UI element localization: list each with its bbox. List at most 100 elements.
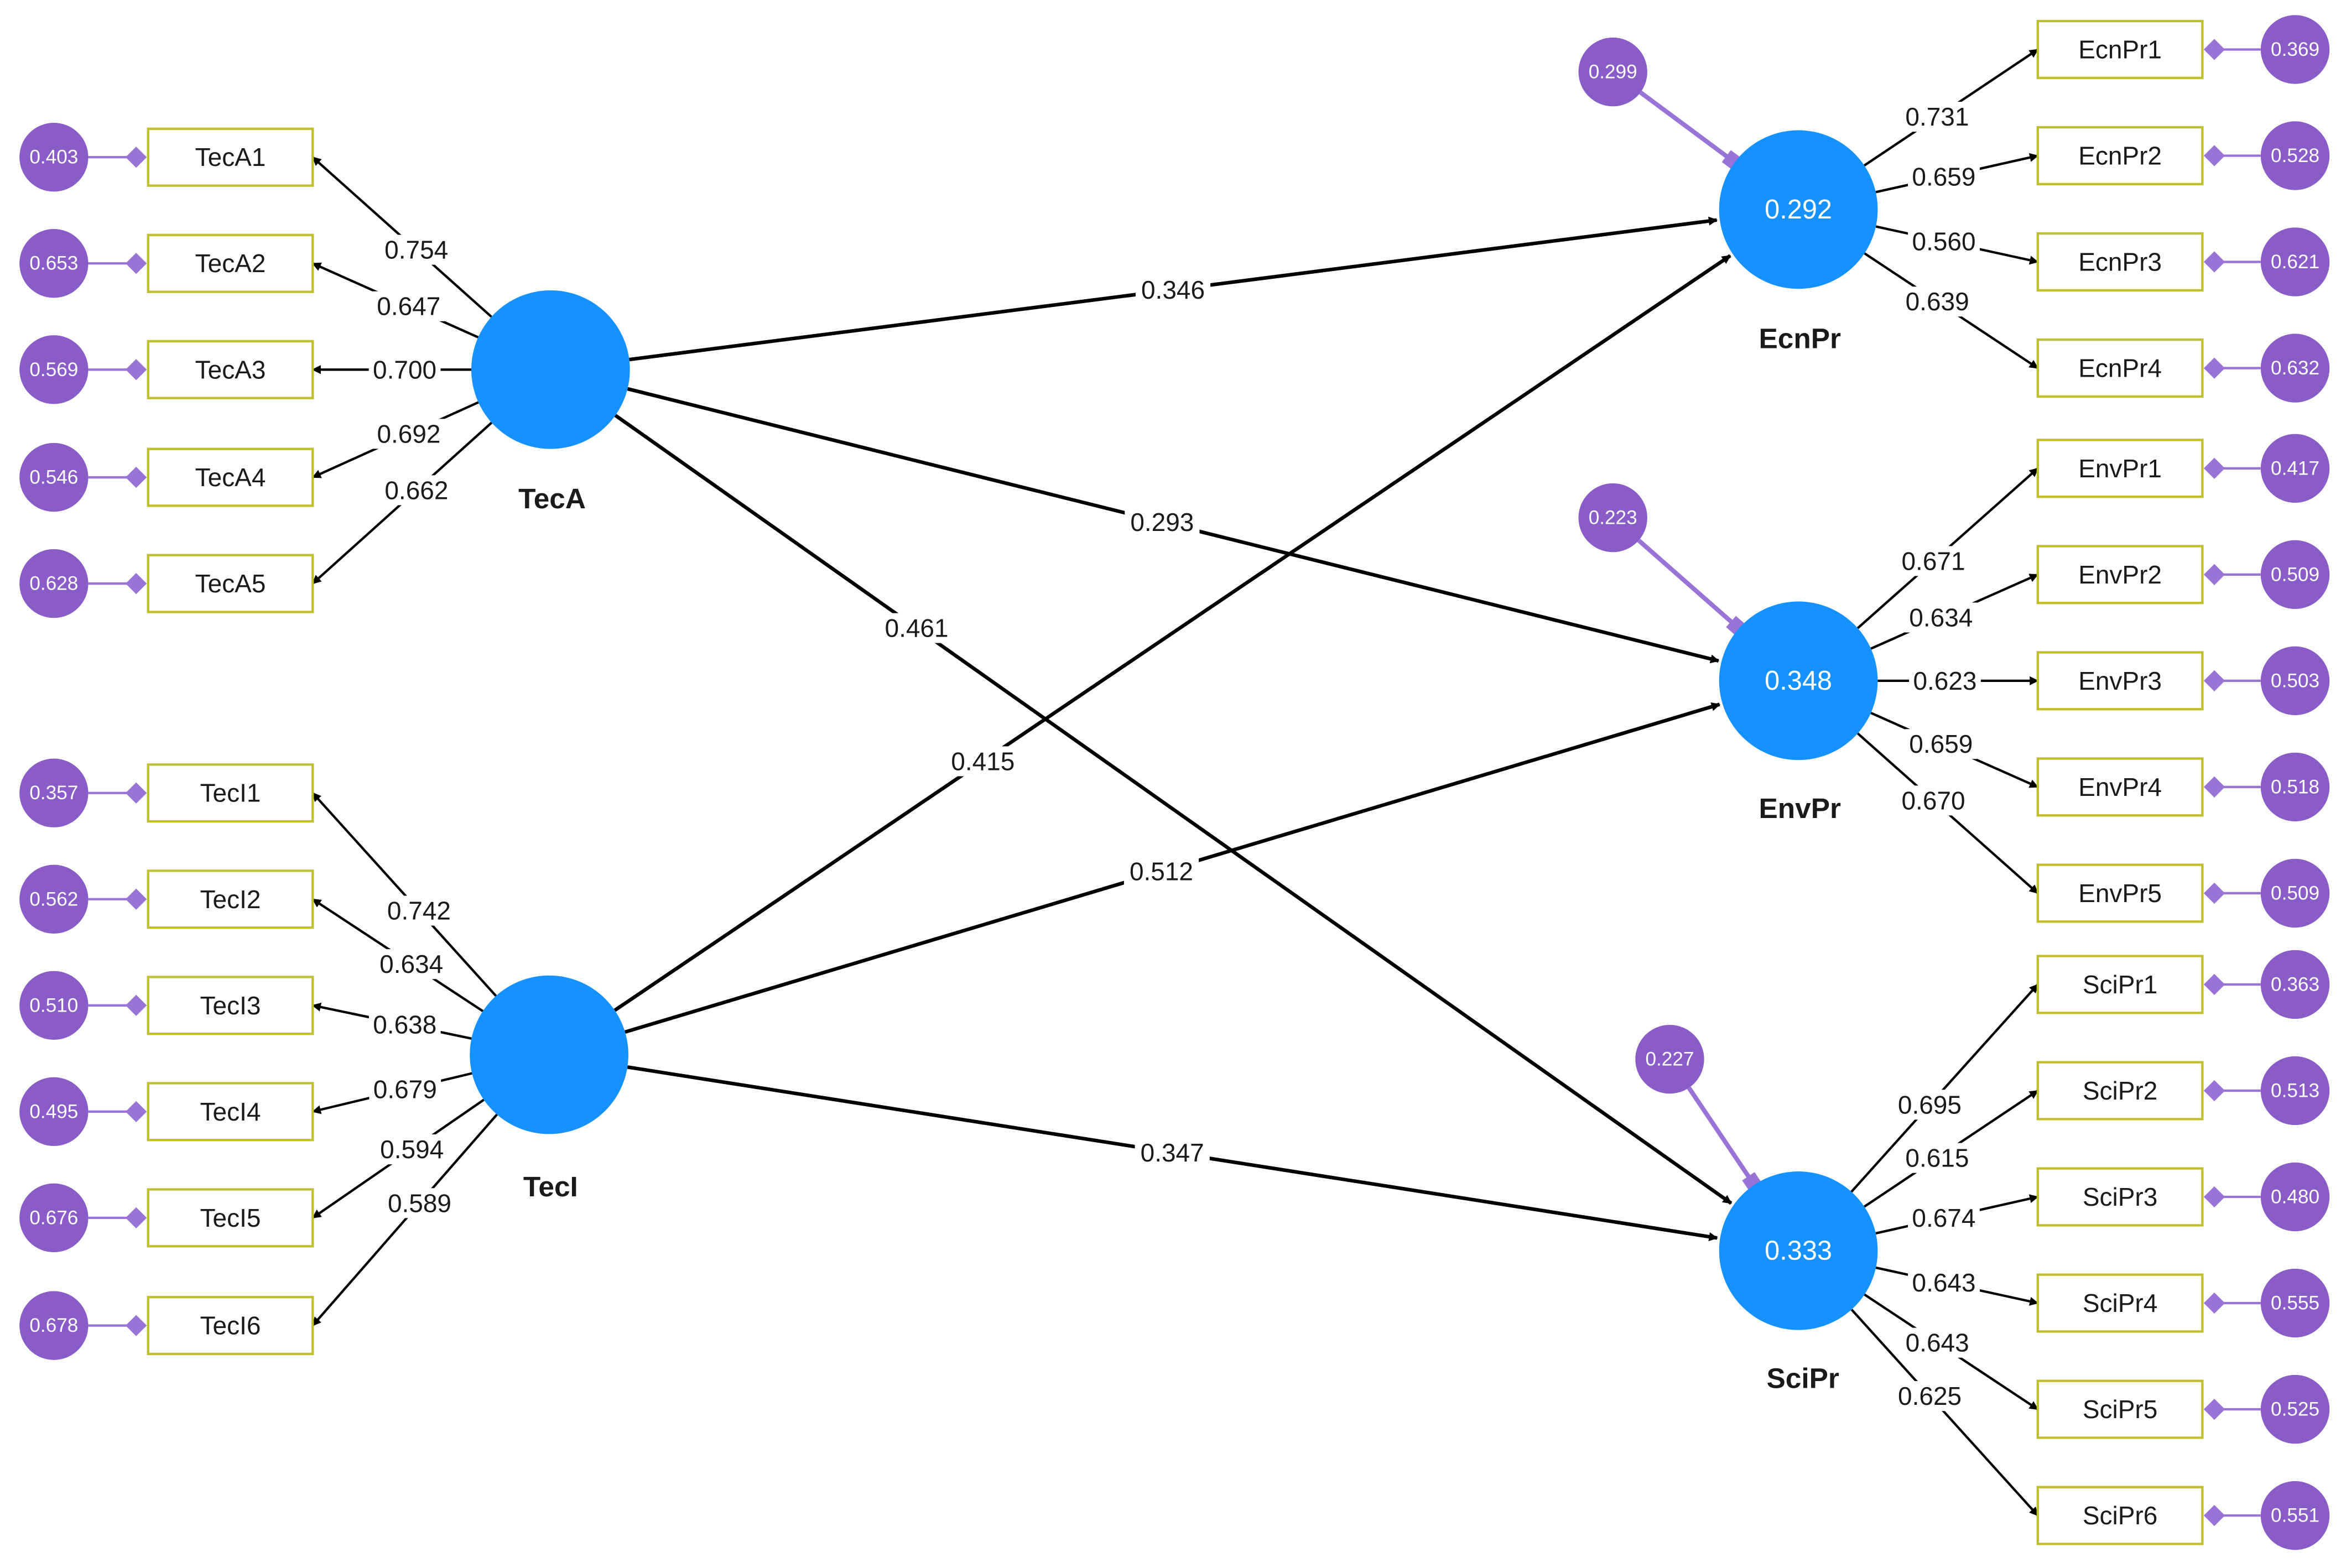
path-coefficient: 0.293	[1130, 508, 1194, 536]
indicator-error-value: 0.513	[2271, 1080, 2319, 1101]
loading-bg	[375, 949, 448, 980]
construct-scipr	[1719, 1171, 1878, 1330]
loading-value: 0.679	[373, 1075, 437, 1104]
path-coef-bg	[1135, 1137, 1210, 1168]
indicator-error-head	[2203, 1504, 2225, 1527]
indicator-label: TecA3	[195, 355, 266, 384]
error-link	[1687, 1086, 1755, 1184]
loading-arrow	[1850, 1309, 2039, 1517]
loading-value: 0.670	[1901, 786, 1965, 815]
loading-value: 0.643	[1906, 1329, 1969, 1357]
indicator-teca2	[147, 233, 314, 293]
loading-value: 0.625	[1898, 1382, 1962, 1410]
label-layer: 0.3460.2930.4610.4150.5120.3470.7540.647…	[368, 102, 1981, 1411]
loading-bg	[1894, 1090, 1966, 1120]
indicator-error-head	[126, 782, 147, 804]
indicator-error-term	[2260, 950, 2330, 1019]
path-coefficient: 0.512	[1130, 857, 1193, 886]
indicator-error-head	[126, 888, 147, 910]
indicator-error-value: 0.653	[29, 253, 78, 274]
indicator-error-head	[126, 466, 147, 488]
indicator-error-value: 0.357	[29, 782, 78, 804]
indicator-envpr5	[2036, 863, 2204, 923]
indicator-error-term	[2260, 121, 2330, 190]
indicator-teci3	[147, 976, 314, 1035]
indicator-error-head	[2203, 457, 2225, 479]
indicator-error-head	[126, 147, 147, 168]
indicator-teci4	[147, 1082, 314, 1142]
path-coefficient: 0.346	[1141, 275, 1205, 304]
indicator-error-term	[2260, 1056, 2330, 1126]
r-squared-value: 0.348	[1765, 666, 1832, 696]
loading-bg	[1901, 1143, 1973, 1173]
indicator-label: TecI4	[200, 1097, 261, 1126]
indicator-error-value: 0.551	[2271, 1505, 2319, 1527]
construct-label: EnvPr	[1759, 792, 1841, 824]
indicator-error-value: 0.480	[2271, 1186, 2319, 1208]
loading-value: 0.634	[1909, 603, 1973, 632]
indicator-label: SciPr4	[2083, 1289, 2157, 1317]
indicator-error-term	[19, 971, 89, 1040]
loading-bg	[373, 419, 445, 449]
loading-value: 0.594	[380, 1135, 444, 1164]
indicator-error-head	[2203, 973, 2225, 996]
indicator-label: SciPr3	[2083, 1182, 2157, 1211]
indicator-error-head	[126, 253, 147, 274]
indicator-error-head	[2203, 357, 2225, 379]
node-layer: TecATecI0.292EcnPr0.2990.348EnvPr0.2230.…	[19, 15, 2330, 1550]
indicator-error-head	[2203, 39, 2225, 60]
indicator-label: EnvPr2	[2078, 560, 2162, 589]
indicator-error-head	[2203, 1398, 2225, 1420]
indicator-label: TecA1	[195, 143, 266, 171]
error-link	[1639, 90, 1734, 163]
loading-bg	[1908, 1267, 1980, 1298]
indicator-envpr4	[2036, 757, 2204, 817]
indicator-scipr3	[2036, 1167, 2204, 1227]
indicator-error-head	[126, 572, 147, 595]
loading-value: 0.589	[388, 1189, 451, 1217]
path-coefficient: 0.461	[885, 614, 949, 643]
indicator-label: SciPr6	[2083, 1501, 2157, 1530]
indicator-error-term	[2260, 1481, 2330, 1550]
indicator-label: TecI3	[200, 991, 261, 1020]
path-coef-bg	[879, 613, 954, 643]
indicator-envpr2	[2036, 545, 2204, 605]
indicator-label: SciPr5	[2083, 1395, 2157, 1424]
indicator-error-value: 0.528	[2271, 145, 2319, 166]
loading-value: 0.754	[384, 236, 448, 264]
indicator-error-term	[19, 229, 89, 298]
indicator-teci5	[147, 1188, 314, 1248]
loading-bg	[369, 1074, 441, 1105]
loading-value: 0.643	[1912, 1268, 1976, 1297]
loading-bg	[372, 291, 445, 321]
indicator-scipr1	[2036, 955, 2204, 1014]
loading-value: 0.638	[373, 1010, 436, 1039]
loading-value: 0.615	[1905, 1144, 1969, 1173]
loading-bg	[1897, 546, 1969, 576]
indicator-label: EnvPr1	[2078, 454, 2162, 483]
r-squared-value: 0.333	[1765, 1236, 1832, 1265]
indicator-label: TecI6	[200, 1311, 261, 1340]
indicator-error-value: 0.369	[2271, 39, 2319, 60]
indicator-error-term	[2260, 752, 2330, 822]
indicator-label: TecA5	[195, 569, 266, 598]
loading-value: 0.742	[387, 897, 451, 925]
construct-teca	[471, 290, 630, 449]
error-term	[1635, 1024, 1704, 1094]
loading-value: 0.623	[1913, 666, 1976, 695]
indicator-envpr3	[2036, 651, 2204, 711]
loading-bg	[376, 1134, 448, 1165]
loading-bg	[1908, 1203, 1980, 1233]
indicator-label: EnvPr4	[2078, 773, 2162, 801]
indicator-error-value: 0.569	[29, 359, 78, 381]
indicator-error-term	[2260, 1162, 2330, 1232]
indicator-label: EcnPr4	[2078, 354, 2162, 383]
loading-bg	[1908, 226, 1980, 257]
indicator-error-value: 0.632	[2271, 357, 2319, 379]
indicator-error-head	[2203, 1186, 2225, 1208]
indicator-error-head	[2203, 882, 2225, 904]
construct-label: TecA	[518, 482, 586, 514]
indicator-error-value: 0.628	[29, 573, 78, 595]
indicator-error-head	[126, 1315, 147, 1336]
indicator-label: SciPr1	[2083, 970, 2157, 999]
